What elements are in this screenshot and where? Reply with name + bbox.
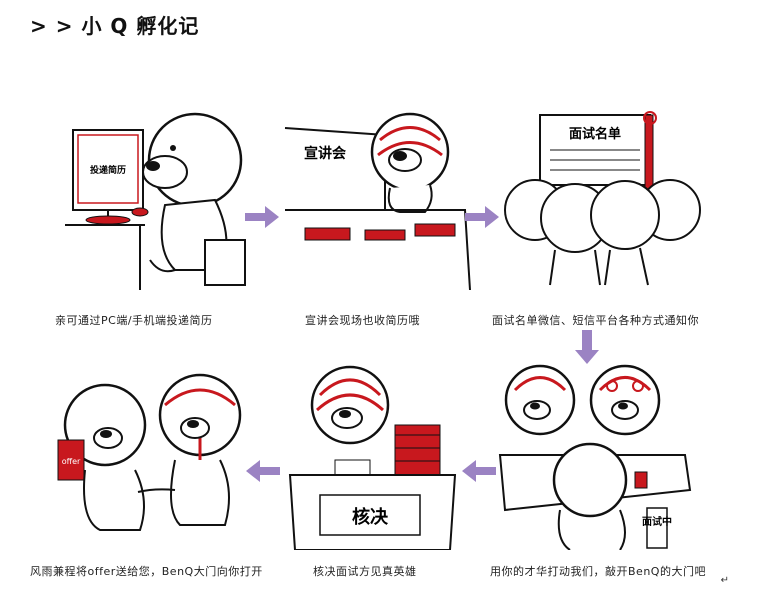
step-6-illustration: offer xyxy=(50,370,260,560)
decision-sign: 核决 xyxy=(352,506,389,528)
interview-list-sign: 面试名单 xyxy=(569,126,621,142)
step-6-caption: 风雨兼程将offer送给您，BenQ大门向你打开 xyxy=(30,565,263,578)
step-2-illustration: 宣讲会 xyxy=(280,100,490,291)
step-1-caption: 亲可通过PC端/手机端投递简历 xyxy=(55,314,213,327)
resume-sign: 投递简历 xyxy=(90,164,126,176)
step-3-illustration: 面试名单 xyxy=(500,100,710,290)
arrow-left-2 xyxy=(246,460,280,482)
arrow-right-2 xyxy=(465,206,499,228)
interviewing-sign: 面试中 xyxy=(642,515,672,528)
arrow-right-1 xyxy=(245,206,279,228)
page-title: > > 小 Q 孵化记 xyxy=(30,14,200,38)
step-4-caption: 用你的才华打动我们，敲开BenQ的大门吧 xyxy=(490,565,706,578)
step-3-caption: 面试名单微信、短信平台各种方式通知你 xyxy=(492,314,699,327)
step-5-illustration: 核决 xyxy=(275,360,485,551)
arrow-down xyxy=(575,330,599,364)
step-1-illustration: 投递简历 xyxy=(45,100,255,290)
arrow-left-1 xyxy=(462,460,496,482)
step-2-caption: 宣讲会现场也收简历哦 xyxy=(305,314,420,327)
return-mark: ↵ xyxy=(720,575,729,586)
step-4-illustration: 面试中 xyxy=(495,360,705,551)
offer-sign: offer xyxy=(62,457,81,466)
step-5-caption: 核决面试方见真英雄 xyxy=(313,565,417,578)
seminar-sign: 宣讲会 xyxy=(304,145,347,162)
